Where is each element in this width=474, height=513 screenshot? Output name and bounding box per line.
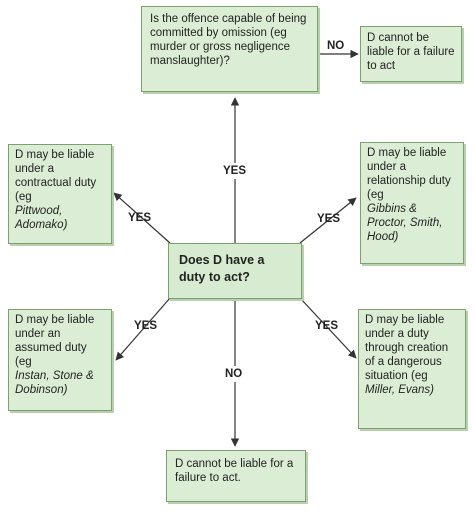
arrow-center-to-assumed (115, 297, 171, 361)
label-top-no: NO (325, 40, 347, 52)
relationship-text: D may be liable under a relationship dut… (367, 147, 451, 201)
danger-text: D may be liable under a duty through cre… (365, 314, 449, 382)
label-lower-right-yes: YES (315, 320, 339, 332)
label-lower-left-yes: YES (134, 320, 158, 332)
contractual-cases: Pittwood, Adomako) (15, 205, 68, 231)
dangerous-situation-box: D may be liable under a duty through cre… (358, 309, 466, 429)
arrow-center-to-relationship (299, 197, 357, 244)
question-text: Is the offence capable of being committe… (150, 13, 307, 67)
assumed-text: D may be liable under an assumed duty (e… (15, 314, 95, 368)
label-bottom-no: NO (225, 366, 243, 382)
no-liability-top-text: D cannot be liable for a failure to act (367, 32, 455, 72)
no-liability-bottom-box: D cannot be liable for a failure to act. (166, 450, 306, 502)
assumed-duty-box: D may be liable under an assumed duty (e… (8, 309, 112, 411)
label-upper-right-yes: YES (317, 213, 341, 225)
arrow-center-to-contractual (113, 192, 171, 244)
duty-question-text: Does D have a duty to act? (179, 253, 265, 284)
relationship-duty-box: D may be liable under a relationship dut… (360, 142, 464, 264)
contractual-duty-box: D may be liable under a contractual duty… (8, 144, 112, 244)
relationship-cases: Gibbins & Proctor, Smith, Hood) (367, 203, 443, 243)
label-upper-left-yes: YES (128, 212, 152, 224)
danger-cases: Miller, Evans) (365, 384, 435, 396)
contractual-text: D may be liable under a contractual duty… (15, 149, 97, 203)
arrow-center-to-danger (299, 297, 357, 359)
assumed-cases: Instan, Stone & Dobinson) (15, 370, 94, 396)
no-liability-top-box: D cannot be liable for a failure to act (360, 26, 462, 82)
no-liability-bottom-text: D cannot be liable for a failure to act. (175, 458, 294, 484)
label-top-yes: YES (223, 163, 247, 179)
duty-question-box: Does D have a duty to act? (168, 243, 302, 299)
question-box: Is the offence capable of being committe… (141, 6, 318, 92)
